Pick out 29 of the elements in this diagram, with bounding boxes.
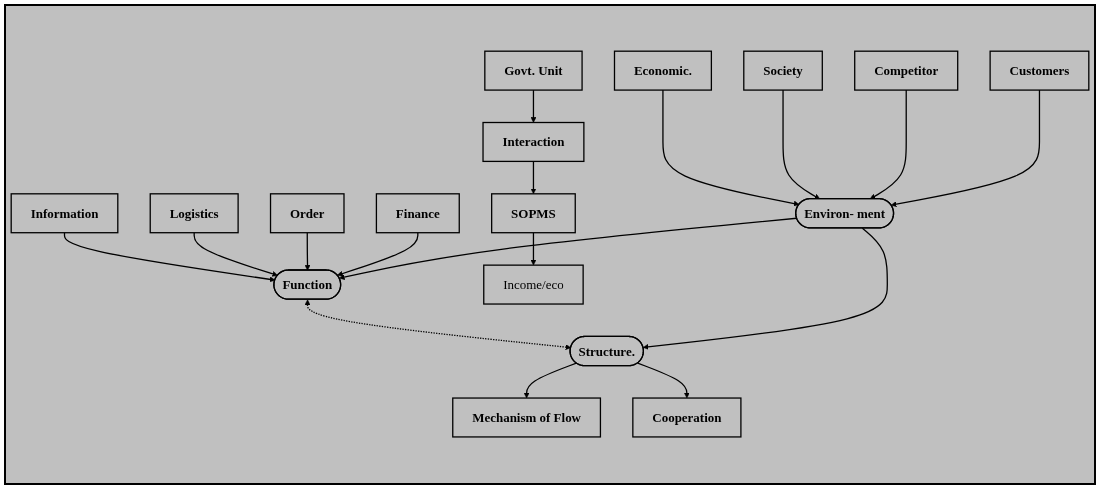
node-box: Interaction xyxy=(482,122,585,163)
node-box: Information xyxy=(10,193,119,234)
node-box: SOPMS xyxy=(491,193,576,234)
arrow xyxy=(337,232,419,277)
arrow xyxy=(339,218,798,281)
arrow xyxy=(523,362,578,399)
node-box: Competitor xyxy=(854,50,959,92)
arrow xyxy=(869,89,907,200)
node-box: Mechanism of Flow xyxy=(452,397,602,439)
node-box: Finance xyxy=(375,193,460,234)
node-box: Govt. Unit xyxy=(484,50,583,92)
node-box: Cooperation xyxy=(632,397,742,439)
arrow xyxy=(642,227,888,351)
node-box: Economic. xyxy=(613,50,713,92)
node-box: Logistics xyxy=(149,193,239,234)
arrow xyxy=(63,232,276,283)
node-box: Order xyxy=(269,193,345,234)
arrow xyxy=(890,89,1041,208)
arrow xyxy=(662,89,800,207)
arrow xyxy=(530,232,537,266)
arrow xyxy=(304,232,311,271)
arrow xyxy=(530,161,537,195)
node-box: Income/eco xyxy=(483,264,584,306)
node-box: Society xyxy=(743,50,823,92)
arrow xyxy=(782,89,820,200)
arrow xyxy=(530,89,537,124)
arrow xyxy=(193,232,278,278)
arrow xyxy=(637,362,690,399)
node-box: Customers xyxy=(989,50,1090,92)
